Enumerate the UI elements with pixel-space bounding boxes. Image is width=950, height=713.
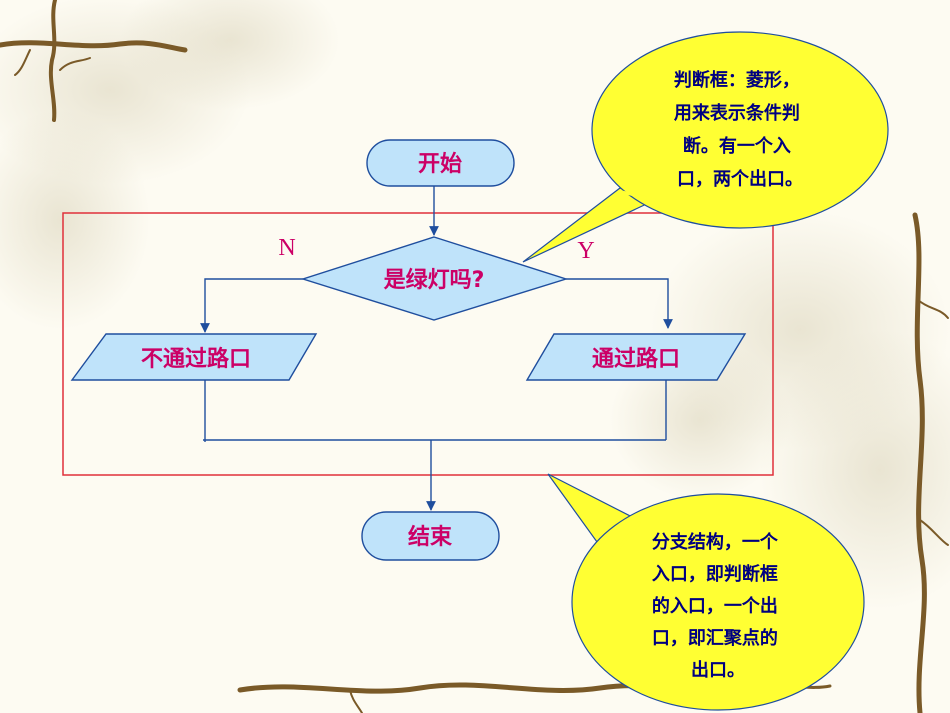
- yes-action-label: 通过路口: [592, 346, 680, 372]
- decision-label: 是绿灯吗?: [384, 267, 485, 293]
- decision-callout-line: 断。有一个入: [683, 135, 791, 157]
- no-action-node: 不通过路口: [70, 333, 318, 381]
- background-flower-watermark: [0, 0, 950, 610]
- decision-node: 是绿灯吗?: [300, 236, 569, 321]
- decision-callout-text: 判断框：菱形， 用来表示条件判 断。有一个入 口，两个出口。: [674, 69, 806, 190]
- branch-callout-line: 口，即汇聚点的: [652, 627, 778, 649]
- decision-callout: 判断框：菱形， 用来表示条件判 断。有一个入 口，两个出口。: [522, 31, 889, 263]
- decision-callout-line: 用来表示条件判: [674, 102, 800, 124]
- branch-callout-line: 入口，即判断框: [652, 563, 778, 585]
- branch-callout-line: 出口。: [691, 659, 745, 681]
- start-node: 开始: [366, 139, 515, 187]
- end-label: 结束: [408, 524, 453, 550]
- branch-callout-text: 分支结构，一个 入口，即判断框 的入口，一个出 口，即汇聚点的 出口。: [652, 531, 784, 681]
- branch-structure-callout: 分支结构，一个 入口，即判断框 的入口，一个出 口，即汇聚点的 出口。: [547, 473, 865, 711]
- branch-callout-line: 分支结构，一个: [652, 531, 779, 553]
- start-label: 开始: [418, 151, 462, 177]
- decision-callout-line: 判断框：菱形，: [674, 69, 800, 91]
- yes-branch-label: Y: [577, 238, 594, 264]
- decision-callout-line: 口，两个出口。: [677, 168, 803, 190]
- no-branch-arrow: [200, 278, 303, 333]
- branch-structure-frame: [62, 212, 774, 476]
- yes-action-node: 通过路口: [525, 333, 747, 381]
- no-action-label: 不通过路口: [141, 346, 251, 372]
- yes-branch-arrow: [566, 278, 673, 329]
- branch-callout-line: 的入口，一个出: [652, 595, 778, 617]
- end-node: 结束: [361, 511, 500, 561]
- flow-connectors: [200, 186, 673, 511]
- no-branch-label: N: [278, 235, 295, 261]
